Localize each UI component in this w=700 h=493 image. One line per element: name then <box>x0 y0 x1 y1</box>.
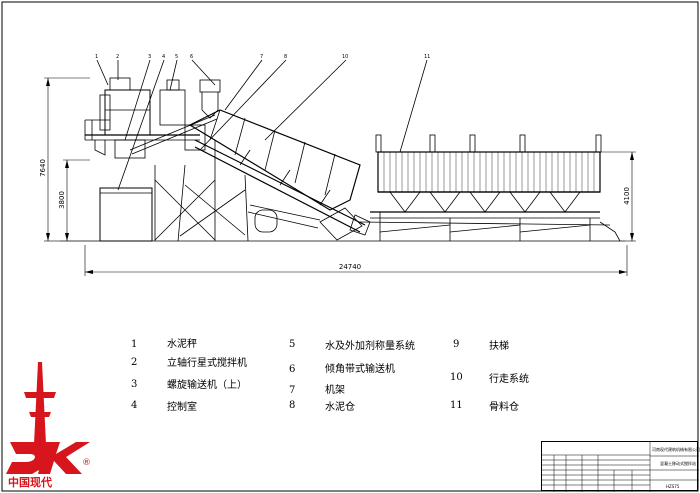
dim-total-length: 24740 <box>339 263 361 271</box>
callout-4: 4 <box>162 54 165 60</box>
title-company: 河南现代建筑机械有限公司 <box>652 447 700 452</box>
legend-num: 4 <box>131 400 138 411</box>
legend-num: 5 <box>289 339 296 350</box>
legend-label: 立轴行星式搅拌机 <box>167 358 247 369</box>
callout-10: 10 <box>342 54 348 60</box>
legend-num: 10 <box>450 372 463 383</box>
callout-3: 3 <box>148 54 151 60</box>
callout-6: 6 <box>190 54 193 60</box>
title-block: 河南现代建筑机械有限公司 混凝土移动式搅拌站 HZS75 <box>541 441 700 492</box>
legend-label: 控制室 <box>167 402 197 413</box>
legend-num: 2 <box>131 357 138 368</box>
legend-num: 1 <box>131 339 138 350</box>
legend-num: 8 <box>289 400 296 411</box>
callout-5: 5 <box>175 54 178 60</box>
control-room <box>99 187 153 242</box>
legend-num: 7 <box>289 385 296 396</box>
legend-num: 6 <box>289 364 296 375</box>
callout-2: 2 <box>116 54 119 60</box>
callout-11: 11 <box>424 54 430 60</box>
legend-label: 骨料仓 <box>489 402 519 413</box>
legend-label: 水泥秤 <box>167 339 197 350</box>
title-product: 混凝土移动式搅拌站 <box>660 461 696 466</box>
legend-label: 螺旋输送机（上） <box>167 380 247 391</box>
company-logo: ® <box>6 362 91 474</box>
logo-text: 中国现代 <box>8 476 52 489</box>
callout-7: 7 <box>260 54 263 60</box>
legend-label: 机架 <box>325 385 345 396</box>
cement-silo <box>188 109 361 211</box>
aggregate-bin <box>377 151 601 193</box>
callout-8: 8 <box>284 54 287 60</box>
legend-num: 11 <box>450 400 463 411</box>
dim-platform-height: 3800 <box>58 191 66 209</box>
title-code: HZS75 <box>666 484 680 489</box>
legend-num: 9 <box>453 339 460 350</box>
dim-total-height: 7640 <box>39 159 47 177</box>
dim-bin-height: 4100 <box>623 187 631 205</box>
legend-label: 倾角带式输送机 <box>325 364 395 375</box>
legend-num: 3 <box>131 379 138 390</box>
callout-1: 1 <box>95 54 98 60</box>
svg-text:®: ® <box>82 458 91 468</box>
legend-label: 水泥仓 <box>325 402 355 413</box>
legend-label: 行走系统 <box>489 374 529 385</box>
legend-label: 扶梯 <box>489 341 509 352</box>
legend-label: 水及外加剂称量系统 <box>325 341 415 352</box>
